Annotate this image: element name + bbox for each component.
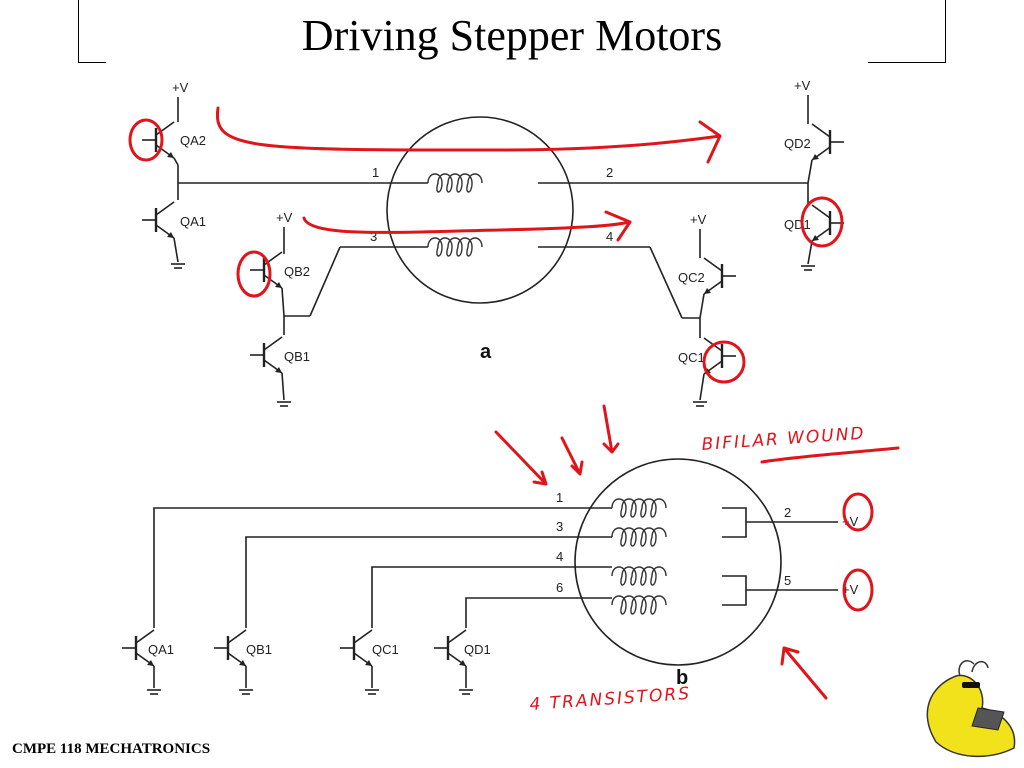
transistor-label: QA1 [148, 642, 174, 657]
supply-label: +V [842, 582, 859, 597]
arrow-annotation [602, 404, 620, 454]
supply-label: +V [172, 80, 189, 95]
pin-label: 4 [606, 229, 613, 244]
arrowhead-annotation [604, 210, 632, 242]
pin-label: 2 [606, 165, 613, 180]
circle-annotation [128, 118, 164, 162]
transistor-label: QB1 [284, 349, 310, 364]
transistor-label: QD1 [784, 217, 811, 232]
transistor-label: QC1 [678, 350, 705, 365]
supply-label: +V [276, 210, 293, 225]
pin-label: 5 [784, 573, 791, 588]
motor-circle-b [574, 458, 782, 666]
coil-b1 [611, 498, 667, 518]
circle-annotation [842, 568, 874, 612]
arrow-annotation [560, 436, 584, 476]
transistor-label: QB2 [284, 264, 310, 279]
diagram-b-caption: b [676, 667, 688, 689]
banana-slug-mascot [926, 660, 1016, 758]
laptop-icon [971, 707, 1005, 731]
supply-label: +V [794, 78, 811, 93]
circle-annotation [800, 196, 844, 248]
title-frame-gap [106, 62, 868, 66]
coil-b3 [611, 566, 667, 586]
arrowhead-annotation [698, 120, 722, 164]
footer-course-label: CMPE 118 MECHATRONICS [12, 741, 211, 757]
diagram-a-caption: a [480, 341, 492, 363]
circle-annotation [842, 492, 874, 532]
transistor-label: QA1 [180, 214, 206, 229]
circle-annotation [236, 250, 272, 298]
diagram-a: 1 2 3 4 a +V QA2 QA1 +V QB2 QB1 +V [140, 78, 846, 407]
transistor-label: QC1 [372, 642, 399, 657]
sunglasses-icon [962, 682, 980, 688]
pin-label: 1 [372, 165, 379, 180]
coil-b2 [611, 527, 667, 547]
diagram-b: 2 5 +V +V 1 3 4 6 QA1 QB1 QC1 QD1 b [120, 458, 859, 695]
transistor-label: QA2 [180, 133, 206, 148]
arrow-annotation [780, 646, 828, 700]
slide-title: Driving Stepper Motors [301, 11, 723, 60]
coil-b4 [611, 595, 667, 615]
coil-a1 [427, 173, 483, 193]
coil-a2 [427, 237, 483, 257]
pin-label: 2 [784, 505, 791, 520]
pin-label: 4 [556, 549, 563, 564]
circle-annotation [702, 340, 746, 384]
arrow-annotation [494, 430, 548, 486]
supply-label: +V [690, 212, 707, 227]
pin-label: 6 [556, 580, 563, 595]
bifilar-annotation: BIFILAR WOUND [701, 424, 866, 455]
arrow-annotation [215, 106, 722, 152]
arrow-annotation [302, 216, 632, 234]
transistor-label: QD2 [784, 136, 811, 151]
transistor-count-annotation: 4 TRANSISTORS [529, 684, 692, 715]
transistor-label: QB1 [246, 642, 272, 657]
pin-label: 1 [556, 490, 563, 505]
transistor-label: QC2 [678, 270, 705, 285]
motor-circle-a [386, 116, 574, 304]
pin-label: 3 [556, 519, 563, 534]
transistor-label: QD1 [464, 642, 491, 657]
pin-label: 3 [370, 229, 377, 244]
underline-annotation [760, 446, 900, 464]
